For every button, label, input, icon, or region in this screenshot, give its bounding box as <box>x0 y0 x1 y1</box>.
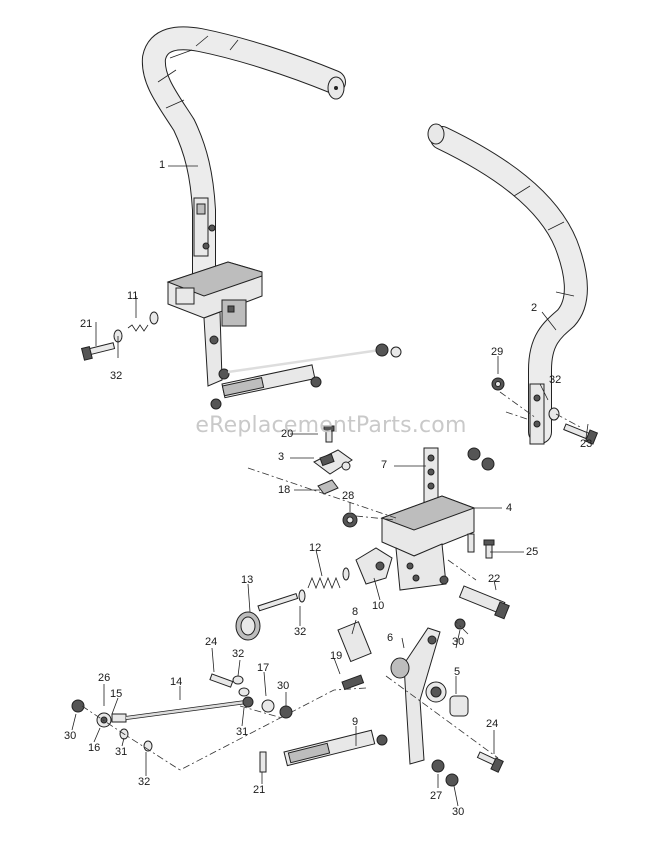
lower-pivot-assembly[interactable] <box>179 618 504 787</box>
callout-8[interactable]: 8 <box>352 606 359 618</box>
callout-24-right[interactable]: 24 <box>486 718 499 730</box>
callout-1[interactable]: 1 <box>159 159 166 171</box>
center-bracket-assembly[interactable] <box>247 425 510 620</box>
callout-17[interactable]: 17 <box>257 662 270 674</box>
callout-22[interactable]: 22 <box>488 573 501 585</box>
callout-30-right[interactable]: 30 <box>452 636 465 648</box>
callout-6[interactable]: 6 <box>387 632 394 644</box>
callout-12[interactable]: 12 <box>309 542 322 554</box>
control-lever-left[interactable] <box>141 26 346 312</box>
callout-5[interactable]: 5 <box>454 666 461 678</box>
callout-32-upper[interactable]: 32 <box>110 370 123 382</box>
callout-11[interactable]: 11 <box>127 290 139 302</box>
callout-15[interactable]: 15 <box>110 688 123 700</box>
pivot-hardware-upper[interactable] <box>80 311 159 361</box>
callout-19[interactable]: 19 <box>330 650 343 662</box>
right-lever-hardware[interactable] <box>491 377 599 445</box>
callout-23[interactable]: 23 <box>580 438 593 450</box>
callout-31-mid[interactable]: 31 <box>236 726 249 738</box>
callout-2[interactable]: 2 <box>531 302 538 314</box>
callout-27[interactable]: 27 <box>430 790 443 802</box>
callout-leader-lines <box>71 165 589 807</box>
callout-32-right[interactable]: 32 <box>549 374 562 386</box>
callout-14[interactable]: 14 <box>170 676 183 688</box>
control-lever-right[interactable] <box>427 123 588 445</box>
callout-28[interactable]: 28 <box>342 490 355 502</box>
steering-rod-and-damper[interactable] <box>71 673 388 773</box>
callout-30-left[interactable]: 30 <box>64 730 77 742</box>
callout-30-mid[interactable]: 30 <box>277 680 290 692</box>
callout-3[interactable]: 3 <box>278 451 285 463</box>
callout-31-left[interactable]: 31 <box>115 746 128 758</box>
watermark-text: eReplacementParts.com <box>195 413 467 438</box>
callout-10[interactable]: 10 <box>372 600 385 612</box>
callout-20[interactable]: 20 <box>281 428 294 440</box>
callout-26[interactable]: 26 <box>98 672 111 684</box>
callout-16[interactable]: 16 <box>88 742 101 754</box>
adjustment-knob[interactable] <box>235 589 306 641</box>
callout-32-lower[interactable]: 32 <box>138 776 151 788</box>
callout-30-bottom[interactable]: 30 <box>452 806 465 818</box>
callout-32-knob[interactable]: 32 <box>294 626 307 638</box>
callout-9[interactable]: 9 <box>352 716 359 728</box>
callout-21-lower[interactable]: 21 <box>253 784 266 796</box>
callout-18[interactable]: 18 <box>278 484 291 496</box>
callout-24-left[interactable]: 24 <box>205 636 218 648</box>
callout-32-rod[interactable]: 32 <box>232 648 245 660</box>
upper-pivot-assembly[interactable] <box>166 261 402 410</box>
callout-21-upper[interactable]: 21 <box>80 318 93 330</box>
callout-7[interactable]: 7 <box>381 459 388 471</box>
callout-29[interactable]: 29 <box>491 346 504 358</box>
callout-4[interactable]: 4 <box>506 502 513 514</box>
callout-13[interactable]: 13 <box>241 574 254 586</box>
callout-25[interactable]: 25 <box>526 546 539 558</box>
